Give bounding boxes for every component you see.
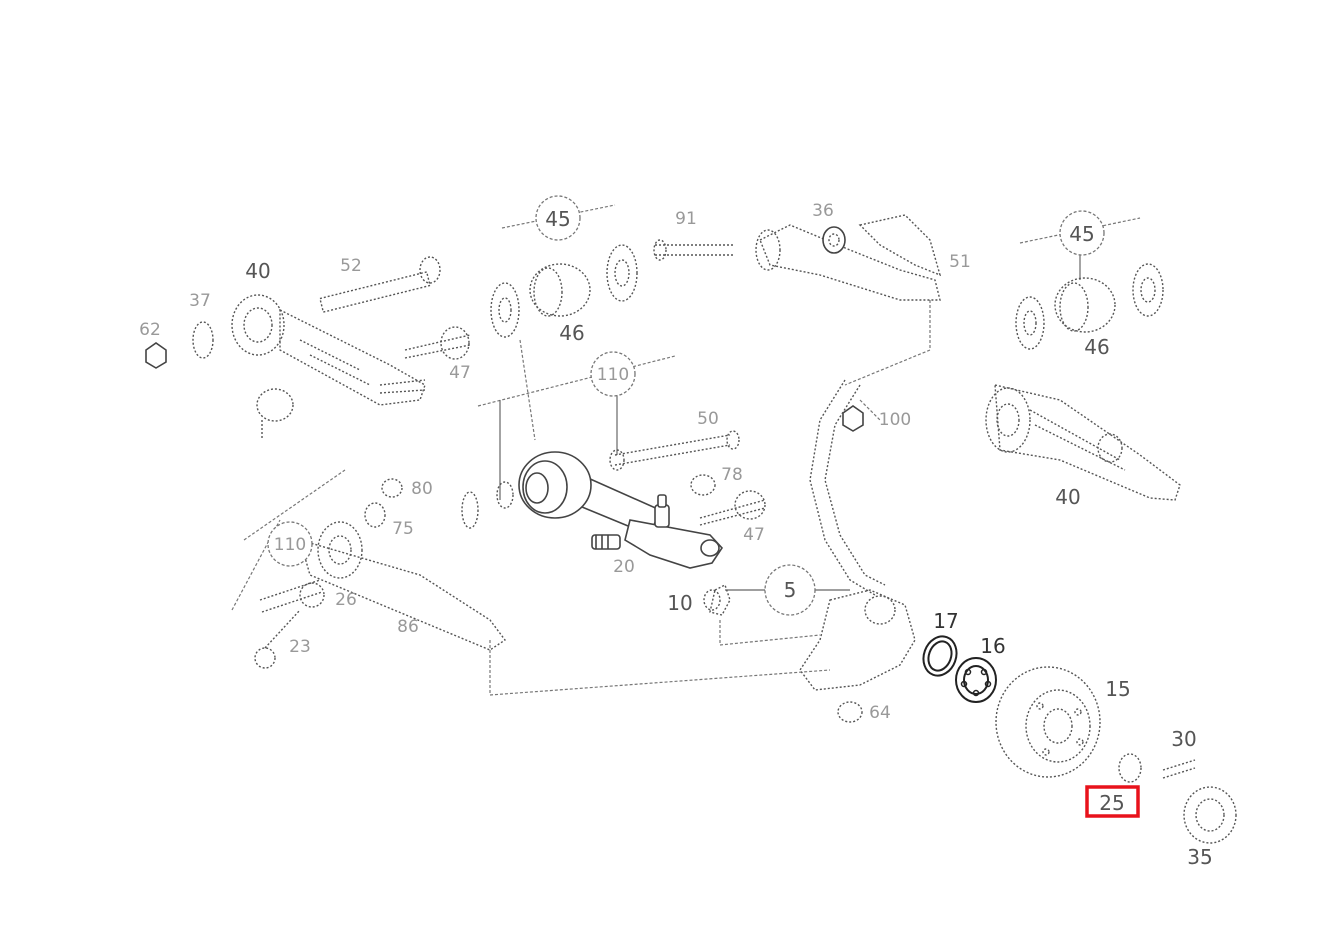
label-80: 80 bbox=[411, 479, 433, 499]
callout-110-mid: 110 bbox=[590, 351, 636, 397]
label-36: 36 bbox=[812, 201, 834, 221]
callout-5: 5 bbox=[764, 564, 816, 616]
label-100: 100 bbox=[879, 410, 911, 430]
label-78: 78 bbox=[721, 465, 743, 485]
label-16: 16 bbox=[980, 634, 1005, 658]
label-62: 62 bbox=[139, 320, 161, 340]
label-35: 35 bbox=[1187, 845, 1212, 869]
label-50: 50 bbox=[697, 409, 719, 429]
label-26: 26 bbox=[335, 590, 357, 610]
label-17: 17 bbox=[933, 609, 958, 633]
highlighted-part-25[interactable]: 25 bbox=[1085, 785, 1140, 818]
label-47-lower: 47 bbox=[743, 525, 765, 545]
upper-control-arm-right bbox=[985, 384, 1181, 501]
label-37: 37 bbox=[189, 291, 211, 311]
label-52: 52 bbox=[340, 256, 362, 276]
label-75: 75 bbox=[392, 519, 414, 539]
label-64: 64 bbox=[869, 703, 891, 723]
callout-110-left-label: 110 bbox=[274, 535, 306, 555]
callout-45-right-label: 45 bbox=[1069, 222, 1094, 246]
callout-45-right: 45 bbox=[1059, 210, 1105, 256]
label-46-right: 46 bbox=[1084, 335, 1109, 359]
label-15: 15 bbox=[1105, 677, 1130, 701]
leader-lines bbox=[231, 204, 1141, 696]
highlight-box bbox=[1085, 785, 1140, 818]
callout-110-mid-label: 110 bbox=[597, 365, 629, 385]
label-47-upper: 47 bbox=[449, 363, 471, 383]
tension-strut bbox=[518, 451, 724, 569]
steering-knuckle-link bbox=[809, 379, 886, 596]
label-51: 51 bbox=[949, 252, 971, 272]
upper-control-arm-left bbox=[145, 256, 471, 438]
bushings-top-center bbox=[490, 239, 735, 338]
label-23: 23 bbox=[289, 637, 311, 657]
label-30: 30 bbox=[1171, 727, 1196, 751]
wheel-bearing bbox=[955, 657, 997, 703]
label-10: 10 bbox=[667, 591, 692, 615]
lower-control-arm-left bbox=[254, 478, 507, 669]
label-40-left: 40 bbox=[245, 259, 270, 283]
label-91: 91 bbox=[675, 209, 697, 229]
callout-45-left-label: 45 bbox=[545, 207, 570, 231]
upper-link-right bbox=[755, 214, 942, 301]
bushings-right bbox=[1015, 263, 1164, 350]
callout-110-left: 110 bbox=[267, 521, 313, 567]
label-40-right: 40 bbox=[1055, 485, 1080, 509]
label-46-left: 46 bbox=[559, 321, 584, 345]
wheel-hub bbox=[995, 666, 1101, 778]
hub-nut-and-cap bbox=[1118, 753, 1237, 844]
callout-5-label: 5 bbox=[784, 578, 797, 602]
label-20: 20 bbox=[613, 557, 635, 577]
seal-ring bbox=[922, 635, 958, 677]
steering-knuckle bbox=[703, 584, 916, 723]
label-86: 86 bbox=[397, 617, 419, 637]
part-labels: 40 37 62 52 46 91 36 51 46 40 47 50 100 … bbox=[139, 201, 1213, 869]
label-25: 25 bbox=[1099, 791, 1124, 815]
callout-45-left: 45 bbox=[535, 195, 581, 241]
fasteners-center bbox=[461, 405, 864, 529]
